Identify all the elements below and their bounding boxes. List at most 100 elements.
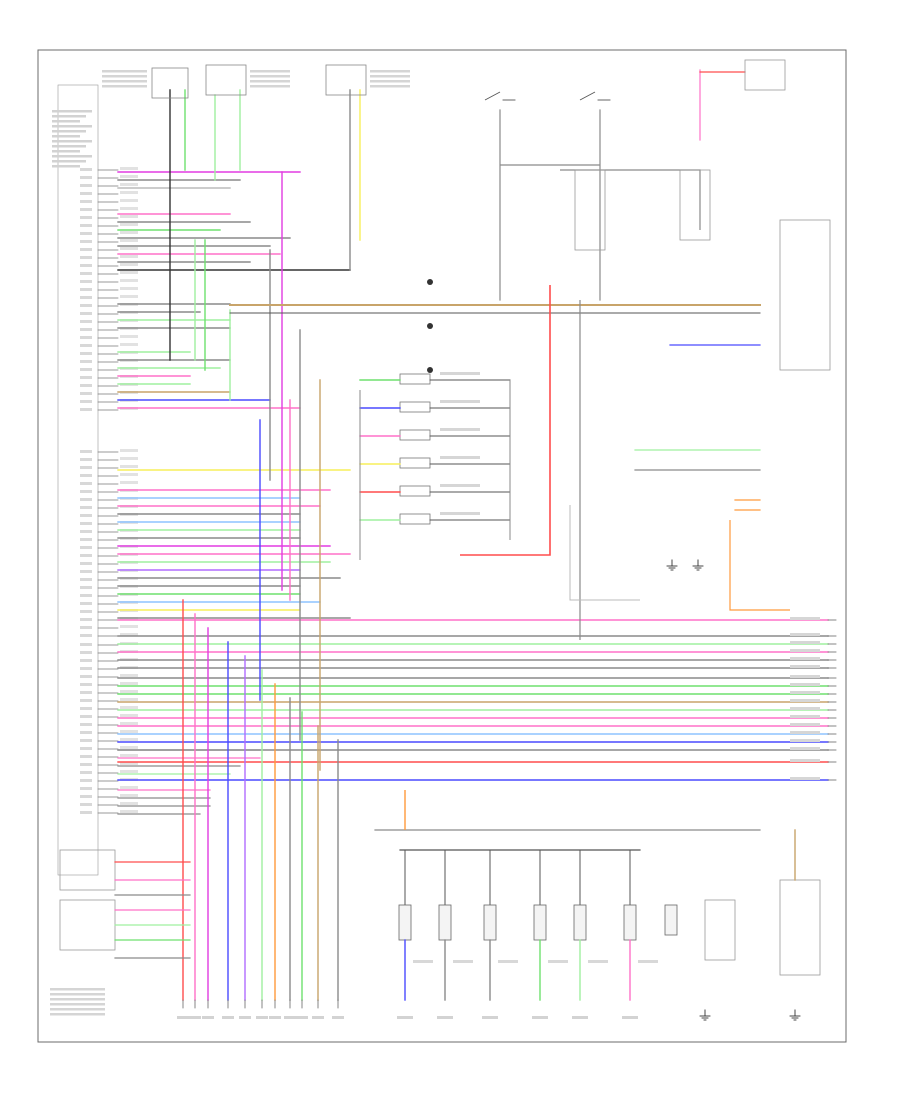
wire-code-label [120, 231, 138, 234]
ecm-pin-label [80, 232, 92, 235]
wire-code-label [120, 794, 138, 797]
sensor-icon [664, 904, 678, 936]
wire-code-label [120, 674, 138, 677]
injector-icon [398, 904, 412, 941]
ecm-pin-label [80, 400, 92, 403]
ecm-pin-label [80, 771, 92, 774]
solenoid-icon [399, 457, 431, 469]
injector-pin-label [437, 1016, 453, 1019]
top-connector-label [370, 75, 410, 78]
wire-code-label [120, 633, 138, 636]
wire-code-label [120, 770, 138, 773]
connector-label [790, 641, 820, 644]
wire-code-label [120, 722, 138, 725]
ecm-pin-label [80, 168, 92, 171]
ecm-title-text [52, 165, 80, 168]
top-connector-label [102, 75, 147, 78]
wire-code-label [120, 762, 138, 765]
wire-code-label [120, 167, 138, 170]
wire-code-label [120, 207, 138, 210]
ecm-pin-label [80, 715, 92, 718]
ecm-pin-label [80, 514, 92, 517]
solenoid-icon [399, 401, 431, 413]
ecm-pin-label [80, 240, 92, 243]
sensor-box-1 [59, 849, 116, 891]
ecm-pin-label [80, 304, 92, 307]
connector-label [790, 683, 820, 686]
injector-pin-label [482, 1016, 498, 1019]
ecm-pin-label [80, 634, 92, 637]
wire-code-label [120, 271, 138, 274]
wire-code-label [120, 255, 138, 258]
injector-pin-label [572, 1016, 588, 1019]
relay-box [574, 169, 606, 251]
ecm-title-text [52, 155, 92, 158]
ecm-pin-label [80, 336, 92, 339]
ecm-pin-label [80, 554, 92, 557]
ecm-pin-label [80, 643, 92, 646]
diode-icon [427, 279, 433, 285]
wire-code-label [120, 698, 138, 701]
ecm-pin-label [80, 522, 92, 525]
wire-code-label [120, 746, 138, 749]
ecm-pin-label [80, 675, 92, 678]
solenoid-label [440, 400, 480, 403]
bottom-pin-label [177, 1016, 189, 1019]
wire-code-label [120, 295, 138, 298]
connector-label [790, 731, 820, 734]
ecm-pin-label [80, 216, 92, 219]
switch-icon [484, 91, 501, 101]
ecm-pin-label [80, 466, 92, 469]
ecm-pin-label [80, 618, 92, 621]
connector-label [790, 691, 820, 694]
ecm-pin-label [80, 562, 92, 565]
wire-code-label [120, 279, 138, 282]
top-connector-label [102, 80, 147, 83]
ecm-pin-label [80, 392, 92, 395]
ecm-title-text [52, 125, 92, 128]
ecm-pin-label [80, 498, 92, 501]
ecm-pin-label [80, 264, 92, 267]
wire-code-label [120, 473, 138, 476]
ecm-pin-label [80, 312, 92, 315]
ecm-pin-label [80, 506, 92, 509]
wire-code-label [120, 706, 138, 709]
top-connector-3 [325, 64, 367, 96]
wire-code-label [120, 343, 138, 346]
wire-code-label [120, 714, 138, 717]
wire-code-label [120, 215, 138, 218]
ecm-pin-label [80, 626, 92, 629]
connector-label [790, 739, 820, 742]
wire-code-label [120, 247, 138, 250]
ecm-pin-label [80, 368, 92, 371]
bottom-pin-label [189, 1016, 201, 1019]
ecm-pin-label [80, 344, 92, 347]
connector-label [790, 699, 820, 702]
ecm-pin-label [80, 538, 92, 541]
ecm-pin-label [80, 248, 92, 251]
solenoid-icon [399, 485, 431, 497]
ecm-pin-label [80, 651, 92, 654]
connector-label [790, 777, 820, 780]
ecm-pin-label [80, 691, 92, 694]
solenoid-label [440, 456, 480, 459]
ecm-pin-label [80, 272, 92, 275]
ecm-pin-label [80, 200, 92, 203]
ecm-pin-label [80, 208, 92, 211]
ecm-pin-label [80, 779, 92, 782]
ecm-pin-label [80, 256, 92, 259]
bottom-left-label [50, 1008, 105, 1011]
bottom-pin-label [269, 1016, 281, 1019]
wire-code-label [120, 223, 138, 226]
wire-code-label [120, 449, 138, 452]
right-connector [779, 219, 831, 371]
top-connector-label [250, 75, 290, 78]
wire-code-label [120, 730, 138, 733]
connector-label [790, 675, 820, 678]
ckp-sensor-box [704, 899, 736, 961]
ecm-pin-label [80, 683, 92, 686]
wire-code-label [120, 738, 138, 741]
relay-box [679, 169, 711, 241]
